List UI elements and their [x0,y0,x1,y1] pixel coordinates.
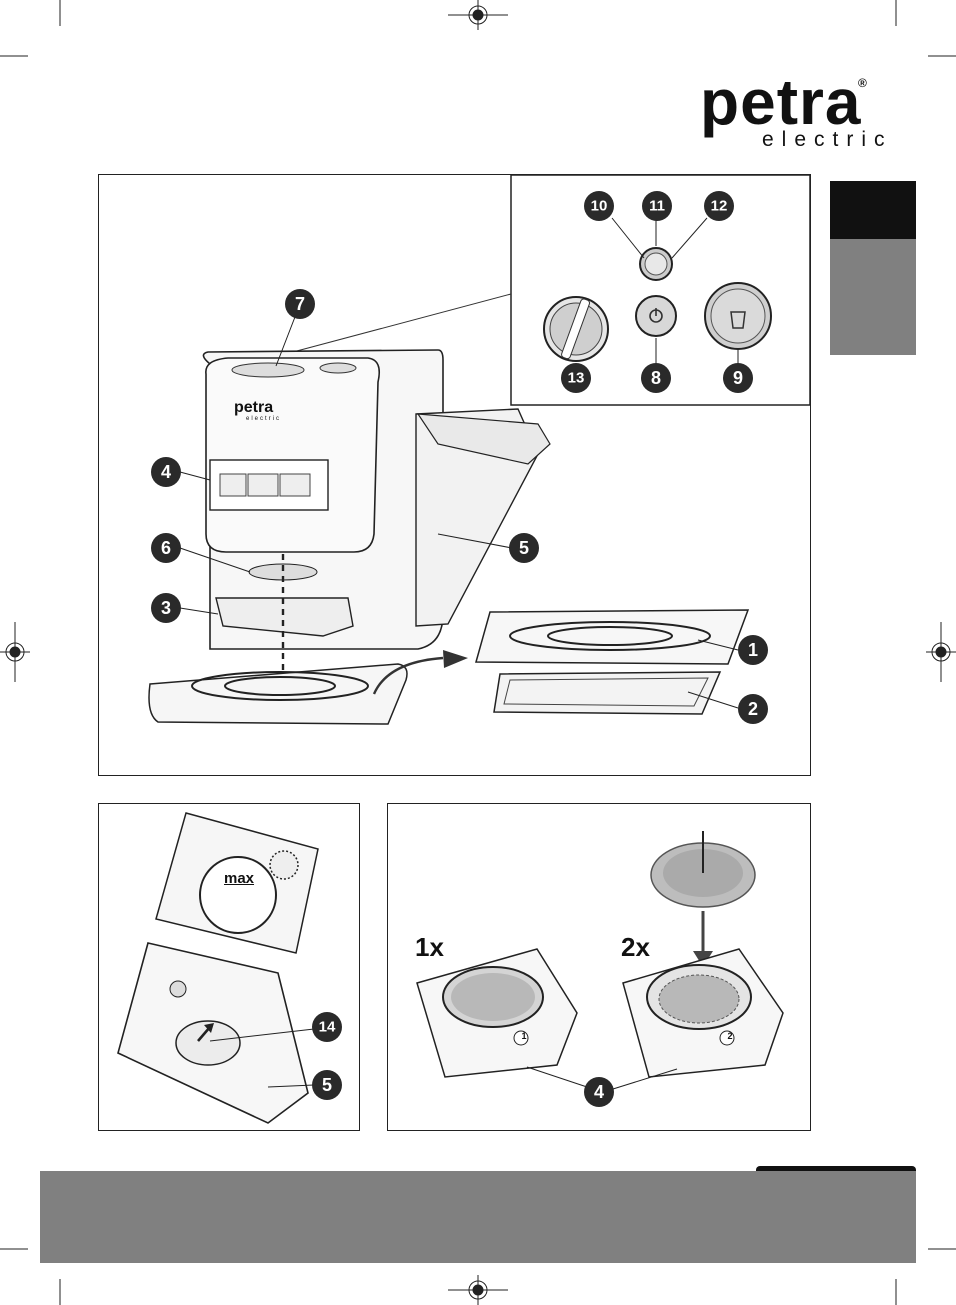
callout-label: 4 [594,1082,604,1102]
footer-band [40,1171,916,1263]
callout-badge: 4 [584,1077,614,1107]
